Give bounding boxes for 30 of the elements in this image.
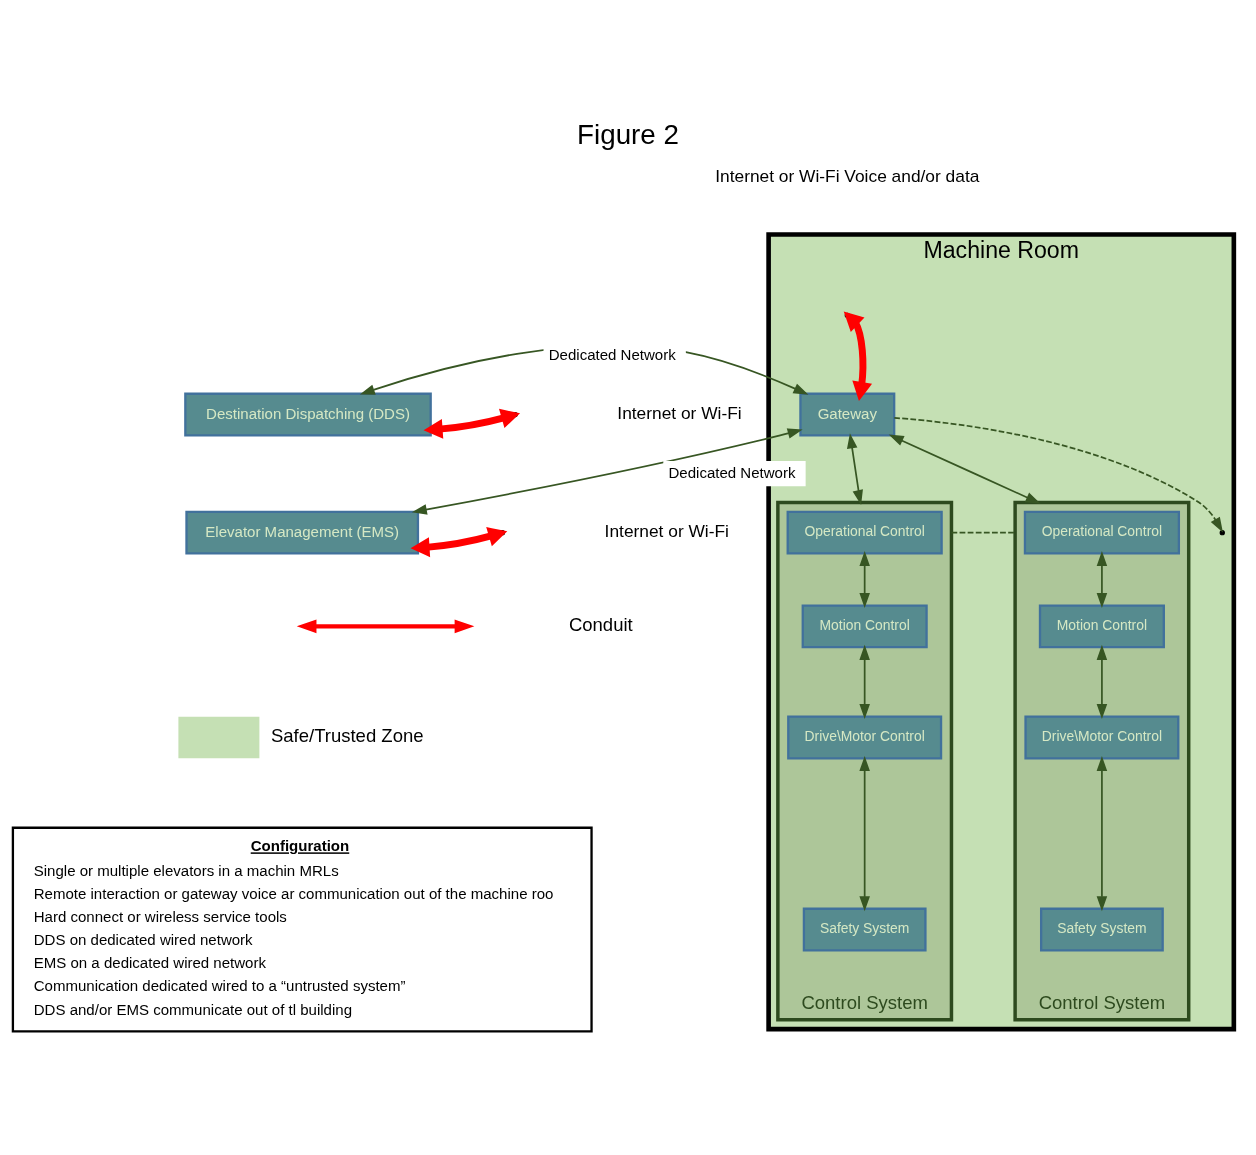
label: Internet or Wi-Fi (617, 402, 742, 423)
arrow (859, 755, 870, 911)
connector (950, 531, 1016, 533)
node-box: Gateway (799, 392, 896, 437)
node-box: Destination Dispatching (DDS) (184, 392, 432, 437)
arrow (859, 550, 870, 608)
arrow (888, 434, 1041, 504)
node-box: Safety System (1040, 907, 1164, 952)
arrow (893, 416, 1223, 532)
node-box: Elevator Management (EMS) (185, 510, 420, 555)
arrow (846, 432, 863, 505)
label: Internet or Wi-Fi Voice and/or data (715, 165, 980, 186)
node-box: Motion Control (801, 603, 928, 648)
node-box: Operational Control (1023, 510, 1181, 555)
arrow (1096, 755, 1108, 911)
legend-label: Safe/Trusted Zone (270, 724, 424, 746)
node-box: Operational Control (786, 510, 943, 555)
arrow (1096, 550, 1108, 608)
node-box: Motion Control (1038, 603, 1165, 648)
node-box: Drive\Motor Control (1024, 715, 1180, 759)
arrow (1096, 644, 1108, 719)
label: Internet or Wi-Fi (604, 520, 729, 541)
arrow (859, 644, 870, 719)
node-box: Configuration Single or multiple elevators in a machin MRLs Remote interaction or gateway voice ar communication out of the machine roo Hard connect or wireless service tools DDS on dedicated wired network EMS on a dedicated wired network Communication dedicated wired to a “untrusted system” DDS and/or EMS communicate out of tl building (11, 826, 593, 1033)
node-box: Drive\Motor Control (787, 715, 943, 759)
diagram-title: Figure 2 (577, 118, 679, 150)
node-box: Safety System (802, 907, 927, 952)
edge-label: Dedicated Network (548, 345, 676, 362)
arrow (411, 427, 803, 515)
legend-label: Conduit (568, 613, 633, 635)
